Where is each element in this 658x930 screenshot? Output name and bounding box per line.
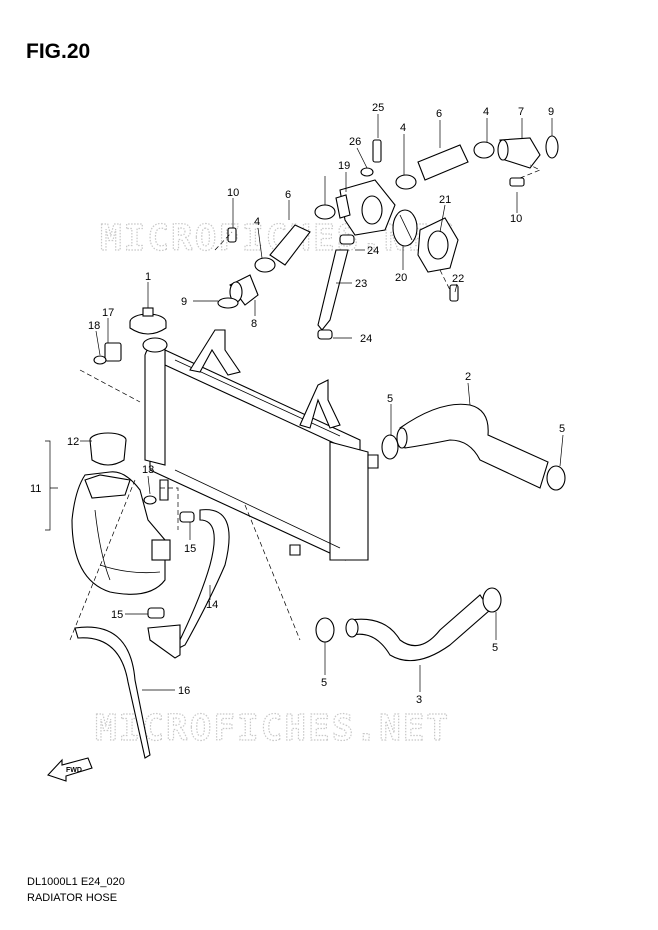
- callout-5: 5: [387, 393, 393, 405]
- inlet-pipe-8: [229, 274, 259, 306]
- callout-24: 24: [360, 333, 372, 345]
- callout-8: 8: [251, 318, 257, 330]
- callout-20: 20: [395, 272, 407, 284]
- assembly-line-tank: [69, 479, 136, 641]
- figure-title: FIG.20: [26, 40, 91, 63]
- callout-21: 21: [439, 194, 451, 206]
- assembly-line-bracket: [244, 504, 301, 641]
- hose-6-left: [269, 224, 311, 266]
- callout-17: 17: [102, 307, 114, 319]
- clamp-5-c: [315, 617, 335, 643]
- radiator: [142, 329, 379, 561]
- callout-25: 25: [372, 102, 384, 114]
- clamp-4-left: [254, 257, 276, 273]
- callout-5: 5: [559, 423, 565, 435]
- drain-plug-fitting: [93, 342, 122, 365]
- fwd-label: FWD: [66, 767, 82, 774]
- hose-6-right: [417, 144, 469, 181]
- radiator-cap: [129, 307, 167, 335]
- callout-15: 15: [184, 543, 196, 555]
- clamp-15-upper: [179, 511, 195, 523]
- callout-1: 1: [145, 271, 151, 283]
- o-ring-9-left: [217, 297, 239, 309]
- callout-19: 19: [338, 160, 350, 172]
- watermark-bottom: MICROFICHES.NET: [95, 708, 450, 749]
- hose-3: [349, 594, 491, 662]
- outlet-pipe-7: [497, 137, 541, 169]
- hose-14: [173, 509, 230, 652]
- bolt-10-left: [227, 227, 237, 243]
- hose-2-end-left: [396, 427, 408, 449]
- assembly-line-pipe: [214, 231, 233, 251]
- clamp-5-b: [546, 465, 566, 491]
- temp-sensor-25: [372, 139, 382, 163]
- callout-5: 5: [321, 677, 327, 689]
- assembly-line-bolt-right: [519, 164, 541, 179]
- callout-4: 4: [483, 106, 489, 118]
- bolt-22: [449, 284, 459, 302]
- washer-26: [360, 167, 374, 177]
- fwd-arrow: FWD: [47, 757, 93, 782]
- clamp-5-d: [482, 587, 502, 613]
- hose-3-end-left: [345, 618, 359, 638]
- reservoir-tank: [71, 471, 171, 595]
- callout-2: 2: [465, 371, 471, 383]
- clamp-24-lower: [317, 329, 333, 340]
- callout-4: 4: [400, 122, 406, 134]
- hose-16-connector: [147, 624, 181, 659]
- callout-16: 16: [178, 685, 190, 697]
- callout-18: 18: [88, 320, 100, 332]
- hose-2: [399, 403, 549, 489]
- thermostat-housing: [335, 179, 396, 236]
- callout-24: 24: [367, 245, 379, 257]
- assembly-line-bolt: [160, 487, 179, 530]
- callouts: 25 26 19 4 6 4 7 9 10 10 6 4 21 24 20 22…: [30, 102, 565, 706]
- footer: DL1000L1 E24_020 RADIATOR HOSE: [27, 874, 125, 906]
- thermostat: [392, 209, 418, 247]
- callout-11: 11: [30, 483, 41, 495]
- clamp-15-lower: [147, 607, 165, 619]
- callout-15: 15: [111, 609, 123, 621]
- callout-6: 6: [285, 189, 291, 201]
- assembly-line-cap: [79, 369, 141, 403]
- callout-26: 26: [349, 136, 361, 148]
- callout-3: 3: [416, 694, 422, 706]
- o-ring-9-right: [545, 135, 559, 159]
- thermostat-cover: [417, 217, 459, 273]
- clamp-4-right-a: [395, 174, 417, 190]
- callout-14: 14: [206, 599, 218, 611]
- footer-code: DL1000L1 E24_020: [27, 876, 125, 888]
- callout-4: 4: [254, 216, 260, 228]
- hose-23: [317, 249, 349, 331]
- callout-9: 9: [548, 106, 554, 118]
- clamp-24-upper: [339, 234, 355, 245]
- reservoir-cap: [89, 432, 127, 466]
- callout-9: 9: [181, 296, 187, 308]
- clamp-4-mid: [314, 204, 336, 220]
- callout-10: 10: [510, 213, 522, 225]
- callout-12: 12: [67, 436, 79, 448]
- bolt-13: [143, 495, 157, 505]
- footer-title: RADIATOR HOSE: [27, 892, 118, 904]
- callout-5: 5: [492, 642, 498, 654]
- callout-10: 10: [227, 187, 239, 199]
- callout-23: 23: [355, 278, 367, 290]
- clamp-5-a: [381, 434, 399, 460]
- clamp-4-right-b: [473, 141, 495, 159]
- hose-16: [74, 626, 151, 759]
- callout-22: 22: [452, 273, 464, 285]
- leader-lines: [45, 114, 564, 692]
- assembly-line-bolt-22: [439, 269, 451, 291]
- callout-7: 7: [518, 106, 524, 118]
- callout-13: 13: [142, 464, 154, 476]
- bolt-10-right: [509, 177, 525, 187]
- callout-6: 6: [436, 108, 442, 120]
